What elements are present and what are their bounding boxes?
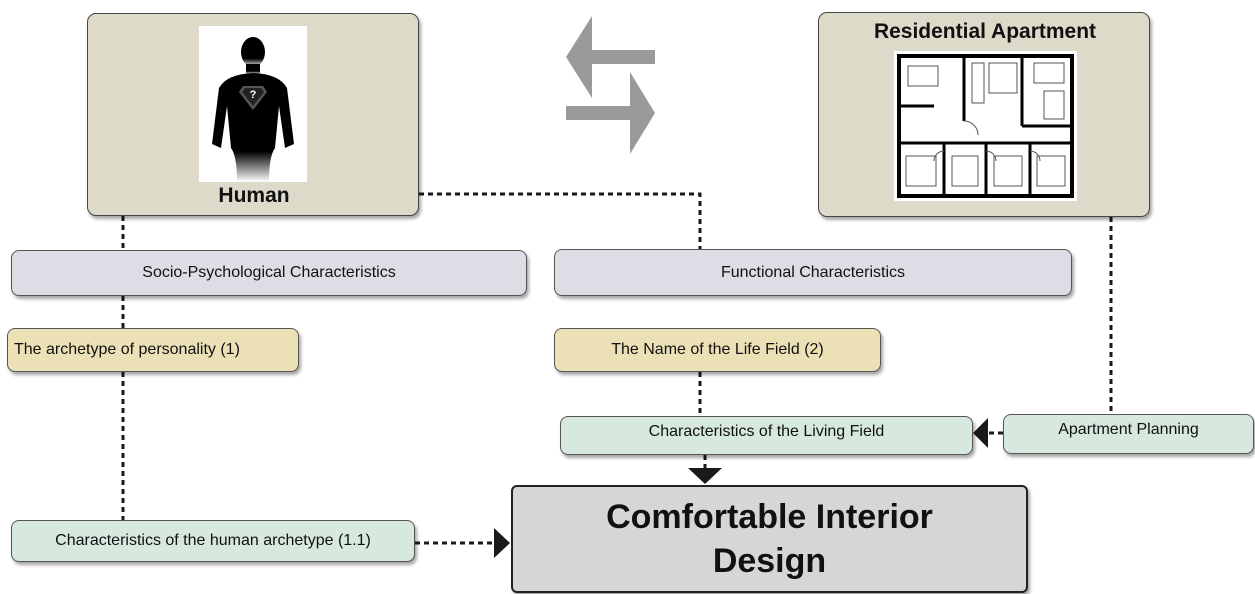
archetype-label: The archetype of personality (1) xyxy=(14,341,240,358)
apartment-planning-label: Apartment Planning xyxy=(1058,421,1199,438)
exchange-arrows-icon xyxy=(566,16,655,154)
archetype-box: The archetype of personality (1) xyxy=(7,328,299,372)
living-field-label: Characteristics of the Living Field xyxy=(648,423,885,440)
socio-psychological-label: Socio-Psychological Characteristics xyxy=(142,264,396,281)
apartment-label: Residential Apartment xyxy=(873,20,1097,43)
arrowhead-left-livingfield xyxy=(973,418,988,448)
arrowhead-down-result xyxy=(688,468,722,484)
human-archetype-box: Characteristics of the human archetype (… xyxy=(11,520,415,562)
living-field-box: Characteristics of the Living Field xyxy=(560,416,973,455)
human-figure-image: ? xyxy=(199,26,307,182)
human-box: ? Human xyxy=(87,13,419,216)
floor-plan-image xyxy=(894,51,1077,201)
svg-text:?: ? xyxy=(250,89,257,101)
comfortable-interior-design-box: Comfortable Interior Design xyxy=(511,485,1028,593)
socio-psychological-box: Socio-Psychological Characteristics xyxy=(11,250,527,296)
connector-human-functional xyxy=(419,192,702,249)
arrow-right-icon xyxy=(566,72,655,154)
apartment-box: Residential Apartment xyxy=(818,12,1150,217)
functional-box: Functional Characteristics xyxy=(554,249,1072,296)
comfortable-interior-design-label: Comfortable Interior Design xyxy=(606,498,933,580)
life-field-box: The Name of the Life Field (2) xyxy=(554,328,881,372)
life-field-label: The Name of the Life Field (2) xyxy=(611,341,824,358)
functional-label: Functional Characteristics xyxy=(720,263,906,281)
human-label: Human xyxy=(218,184,290,207)
apartment-planning-box: Apartment Planning xyxy=(1003,414,1254,454)
arrow-left-icon xyxy=(566,16,655,98)
human-archetype-label: Characteristics of the human archetype (… xyxy=(55,532,371,549)
arrowhead-right-result xyxy=(494,528,510,558)
